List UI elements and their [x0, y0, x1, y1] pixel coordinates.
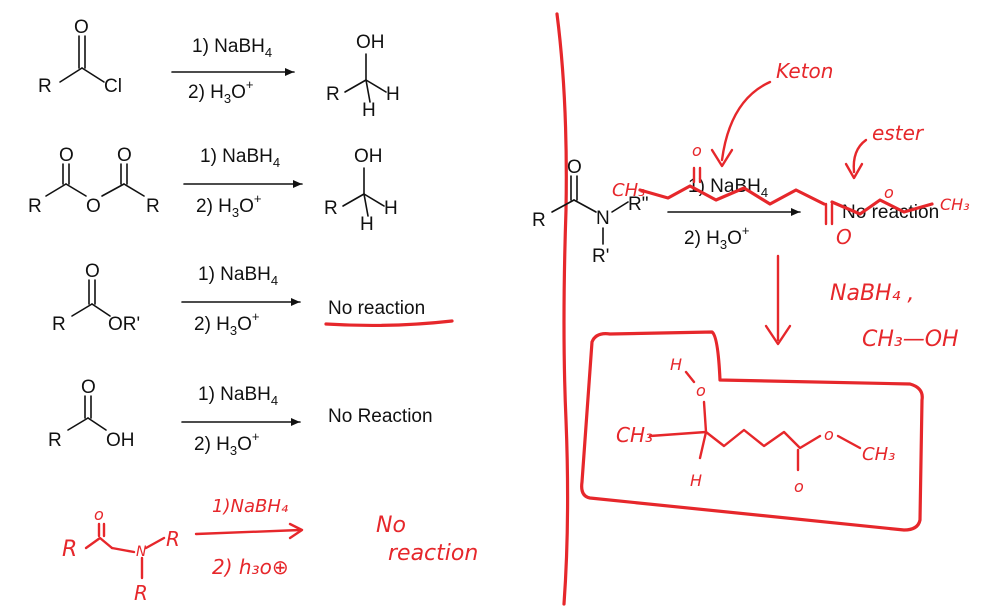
underline-mark	[324, 319, 454, 328]
ester-o: o	[884, 183, 894, 202]
or-prime-label: OR'	[108, 314, 140, 335]
product-oh: OH	[354, 146, 383, 167]
product-box: H o CH₃ H o o CH₃	[580, 330, 924, 532]
r-double-prime: R"	[628, 194, 648, 215]
ketone-o: o	[692, 141, 702, 160]
reaction-ester: O R OR' 1) NaBH4 2) H3O+ No reaction	[52, 261, 454, 338]
arrow-head	[293, 180, 302, 188]
r-group: R	[48, 430, 62, 451]
box-outline	[580, 330, 924, 532]
product-ch3: CH₃	[616, 423, 653, 447]
product-ester-o-link: o	[824, 425, 834, 444]
r-group: R	[52, 314, 66, 335]
carbonyl-o: O	[81, 377, 96, 398]
r-prime: R'	[592, 246, 609, 267]
carbonyl-o: O	[567, 157, 582, 178]
oh-label: OH	[106, 430, 135, 451]
hw-r-right: R	[166, 527, 180, 551]
chain-zigzag	[638, 184, 826, 206]
carbonyl-o: O	[59, 145, 74, 166]
no-reaction-label: No reaction	[328, 298, 425, 319]
ester-o-bottom: O	[836, 225, 852, 249]
carbonyl-o: O	[74, 17, 89, 38]
reaction-carboxylic-acid: O R OH 1) NaBH4 2) H3O+ No Reaction	[48, 377, 433, 458]
product-h-top: H	[670, 355, 682, 374]
product-ester-o: o	[794, 477, 804, 496]
divider-line	[555, 12, 570, 606]
product-h: H	[384, 198, 398, 219]
hw-no: No	[376, 513, 406, 538]
product-oh: OH	[356, 32, 385, 53]
reagent-step1: 1) NaBH4	[200, 146, 280, 170]
ch3-left: CH₃	[612, 180, 645, 201]
reagent-step2: 2) H3O+	[196, 191, 262, 220]
carbonyl-o: O	[85, 261, 100, 282]
hw-r-left: R	[62, 537, 77, 562]
hw-r-down: R	[134, 581, 148, 605]
ketone-label: Keton	[776, 59, 833, 83]
ch3-right: CH₃	[940, 195, 970, 214]
product-h: H	[360, 214, 374, 235]
arrow-head	[285, 68, 294, 76]
reagent-step1: 1) NaBH4	[688, 176, 768, 200]
hw-o: o	[94, 505, 104, 524]
arrow-head	[291, 418, 300, 426]
bridge-o: O	[86, 196, 101, 217]
annotations: Keton ester o CH₃ O o CH₃ NaBH₄ , CH₃—OH	[612, 59, 970, 352]
chloride-label: Cl	[104, 76, 122, 97]
carbonyl-o: O	[117, 145, 132, 166]
product-o: o	[696, 381, 706, 400]
reaction-anhydride: O O O R R 1) NaBH4 2) H3O+ OH R H H	[28, 145, 398, 235]
r-group: R	[146, 196, 160, 217]
product-h: H	[362, 100, 376, 121]
r-group: R	[38, 76, 52, 97]
hw-reaction: reaction	[388, 541, 478, 566]
handwritten-amide-reaction: R o N R R 1)NaBH₄ 2) h₃o⊕ No reaction	[62, 496, 478, 605]
reagent-step1: 1) NaBH4	[198, 384, 278, 408]
reagent-step1: 1) NaBH4	[198, 264, 278, 288]
ester-chain	[830, 198, 934, 216]
product-r: R	[324, 198, 338, 219]
hw-reagent-step2: 2) h₃o⊕	[212, 555, 289, 579]
hw-n: N	[136, 544, 147, 560]
reaction-acid-chloride: O R Cl 1) NaBH4 2) H3O+ OH R H H	[38, 17, 400, 121]
reagent-methanol: CH₃—OH	[862, 327, 959, 352]
r-group: R	[532, 210, 546, 231]
product-r: R	[326, 84, 340, 105]
ester-label: ester	[872, 121, 925, 145]
product-h: H	[386, 84, 400, 105]
reagent-step2: 2) H3O+	[194, 309, 260, 338]
r-group: R	[28, 196, 42, 217]
reagent-step2: 2) H3O+	[194, 429, 260, 458]
n-atom: N	[596, 208, 610, 229]
product-ch3-end: CH₃	[862, 444, 895, 465]
arrow-head	[791, 208, 800, 216]
reagent-step2: 2) H3O+	[684, 223, 750, 252]
arrow-head	[291, 298, 300, 306]
reagent-step2: 2) H3O+	[188, 77, 254, 106]
reagent-step1: 1) NaBH4	[192, 36, 272, 60]
reagent-nabh4: NaBH₄ ,	[830, 281, 914, 306]
no-reaction-label: No Reaction	[328, 406, 433, 427]
product-h-bottom: H	[690, 471, 702, 490]
reaction-amide: O R N R" R' 1) NaBH4 2) H3O+ No reaction	[532, 157, 939, 267]
hw-reagent-step1: 1)NaBH₄	[212, 496, 289, 517]
